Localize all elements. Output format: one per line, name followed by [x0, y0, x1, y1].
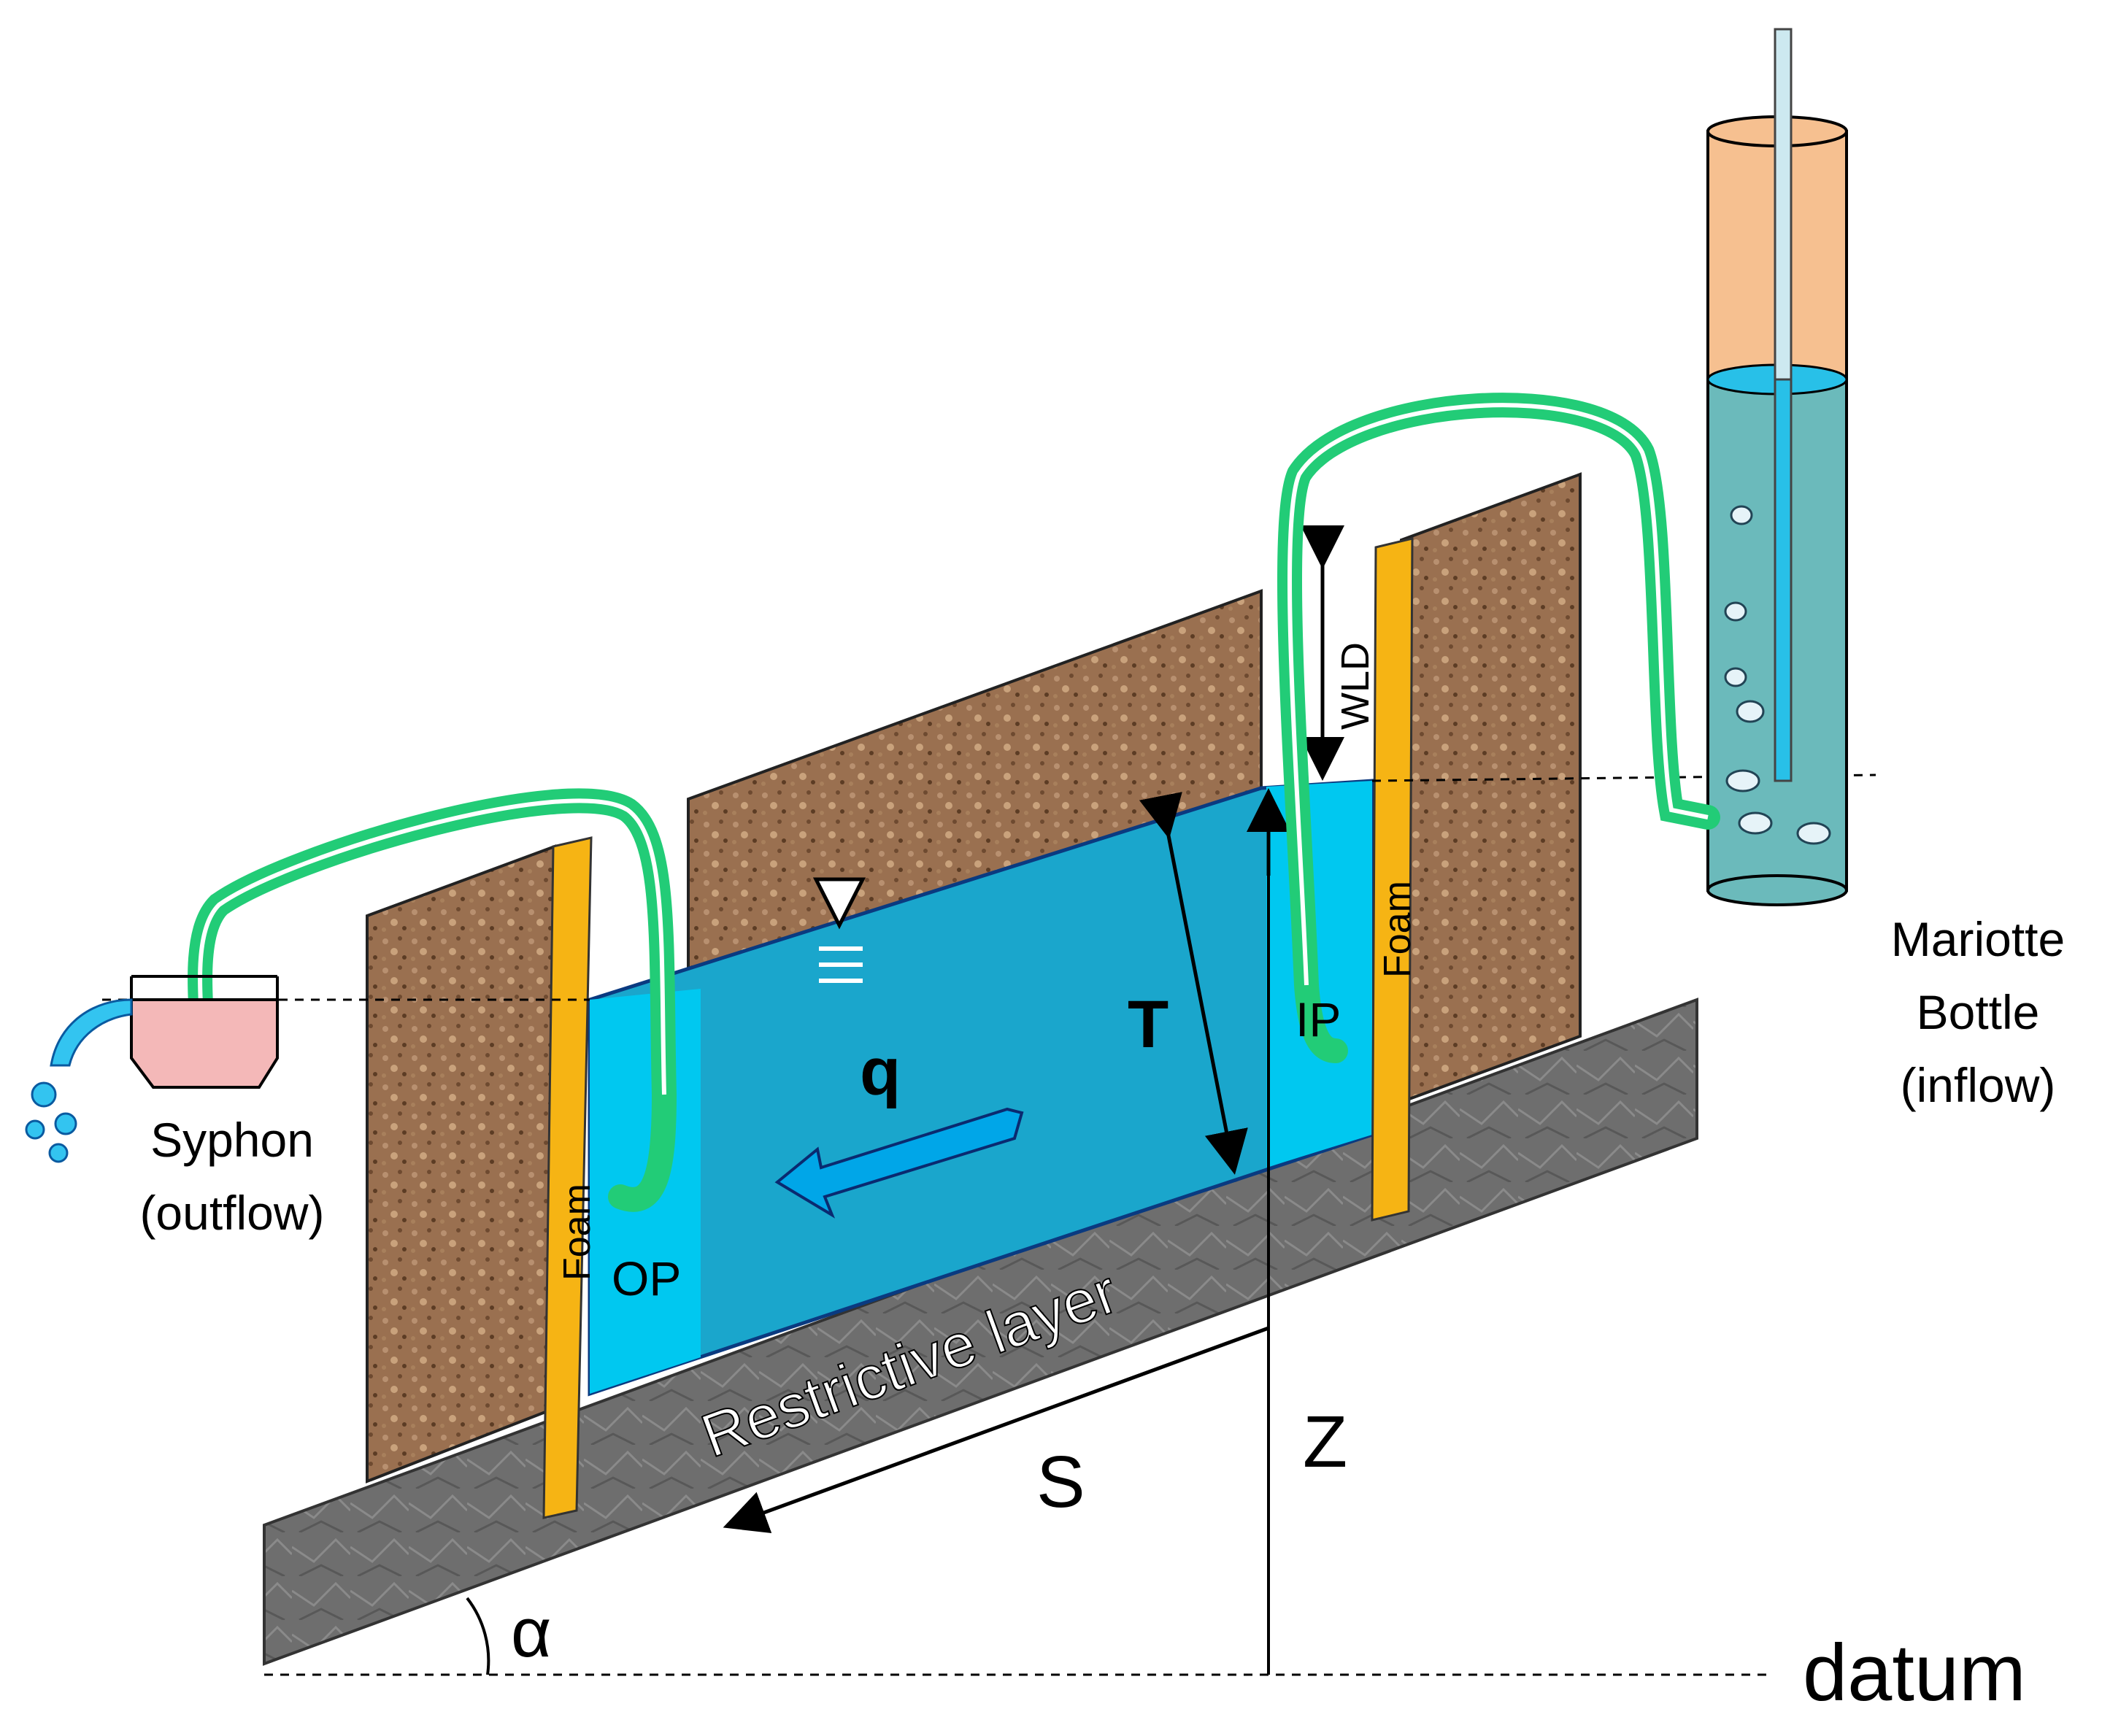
right-soil-block [1400, 472, 1582, 1104]
mariotte-label-2: Bottle [1917, 985, 2040, 1039]
alpha-arc [466, 1597, 490, 1675]
alpha-label: α [511, 1594, 552, 1672]
mariotte-bottle [1706, 28, 1848, 906]
foam-strip-right [1371, 537, 1414, 1222]
datum-label: datum [1803, 1628, 2026, 1718]
z-label: Z [1303, 1401, 1347, 1483]
wld-label: WLD [1333, 642, 1377, 730]
foam-label-left: Foam [556, 1184, 598, 1281]
q-label: q [860, 1035, 901, 1109]
syphon-cup [130, 975, 279, 1089]
t-label: T [1128, 987, 1169, 1062]
s-label: S [1036, 1441, 1085, 1523]
ip-label: IP [1296, 992, 1341, 1046]
mariotte-label-3: (inflow) [1901, 1058, 2056, 1112]
mariotte-label-1: Mariotte [1891, 912, 2065, 966]
left-soil-block [366, 844, 556, 1484]
syphon-label-2: (outflow) [139, 1186, 324, 1240]
inflow-chamber-water [1266, 781, 1372, 1168]
syphon-label-1: Syphon [150, 1113, 314, 1167]
flow-arrow-q [774, 1107, 1024, 1219]
water-table-symbol [812, 877, 866, 930]
water-droplets [25, 998, 133, 1163]
outflow-tube-highlight [198, 798, 666, 1095]
op-label: OP [612, 1251, 681, 1305]
foam-label-right: Foam [1377, 881, 1419, 978]
s-arrow [723, 1326, 1269, 1533]
foam-strip-left [542, 836, 593, 1519]
t-arrow [1139, 792, 1248, 1175]
inflow-tube-highlight [1287, 403, 1709, 986]
